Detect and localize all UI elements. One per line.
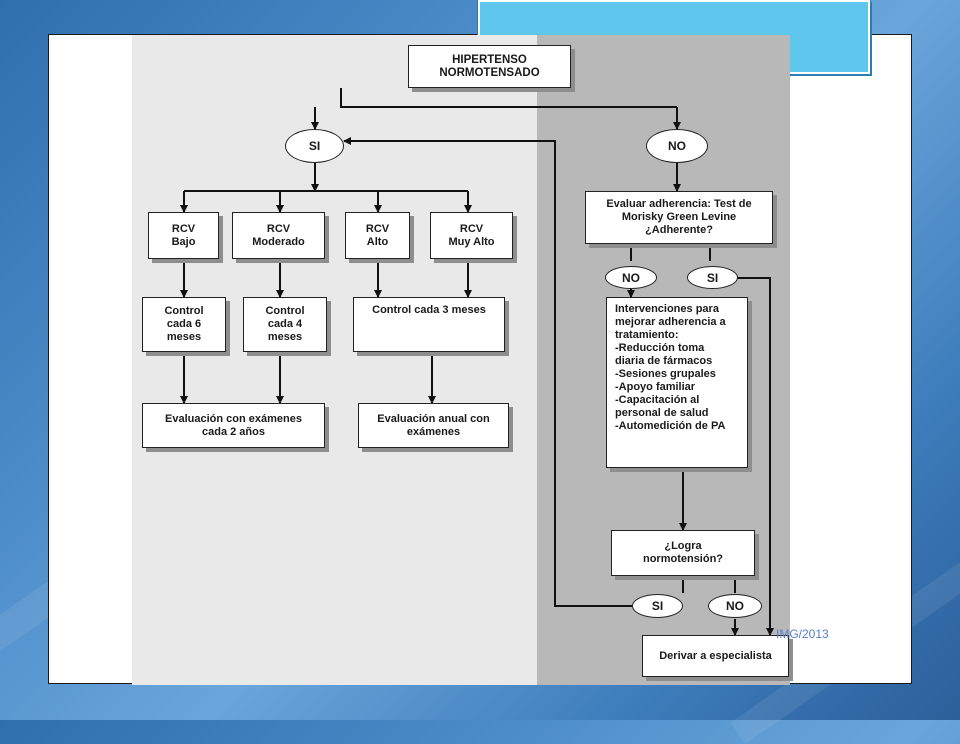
connector (343, 137, 632, 607)
connector (735, 277, 774, 636)
root-node: HIPERTENSO NORMOTENSADO (408, 45, 571, 88)
control-6-node: Control cada 6 meses (142, 297, 226, 352)
eval-anual-node: Evaluación anual con exámenes (358, 403, 509, 448)
left-shade (132, 35, 537, 685)
eval-2-anios-node: Evaluación con exámenes cada 2 años (142, 403, 325, 448)
control-4-node: Control cada 4 meses (243, 297, 327, 352)
control-3-node: Control cada 3 meses (353, 297, 505, 352)
connector (340, 88, 677, 108)
rcv-moderado-node: RCV Moderado (232, 212, 325, 259)
rcv-alto-node: RCV Alto (345, 212, 410, 259)
logra-normotension-node: ¿Logra normotensión? (611, 530, 755, 576)
watermark-text: IMG/2013 (776, 627, 829, 641)
logra-no-oval: NO (708, 594, 762, 618)
adherencia-no-oval: NO (605, 266, 657, 289)
adherencia-si-oval: SI (687, 266, 738, 289)
intervenciones-node: Intervenciones para mejorar adherencia a… (606, 297, 748, 468)
flowchart: HIPERTENSO NORMOTENSADO SI NO RCV Bajo R… (132, 35, 790, 685)
si-main-oval: SI (285, 129, 344, 163)
rcv-muy-alto-node: RCV Muy Alto (430, 212, 513, 259)
no-main-oval: NO (646, 129, 708, 163)
rcv-bajo-node: RCV Bajo (148, 212, 219, 259)
adherencia-node: Evaluar adherencia: Test de Morisky Gree… (585, 191, 773, 244)
derivar-especialista-node: Derivar a especialista (642, 635, 789, 677)
logra-si-oval: SI (632, 594, 683, 618)
